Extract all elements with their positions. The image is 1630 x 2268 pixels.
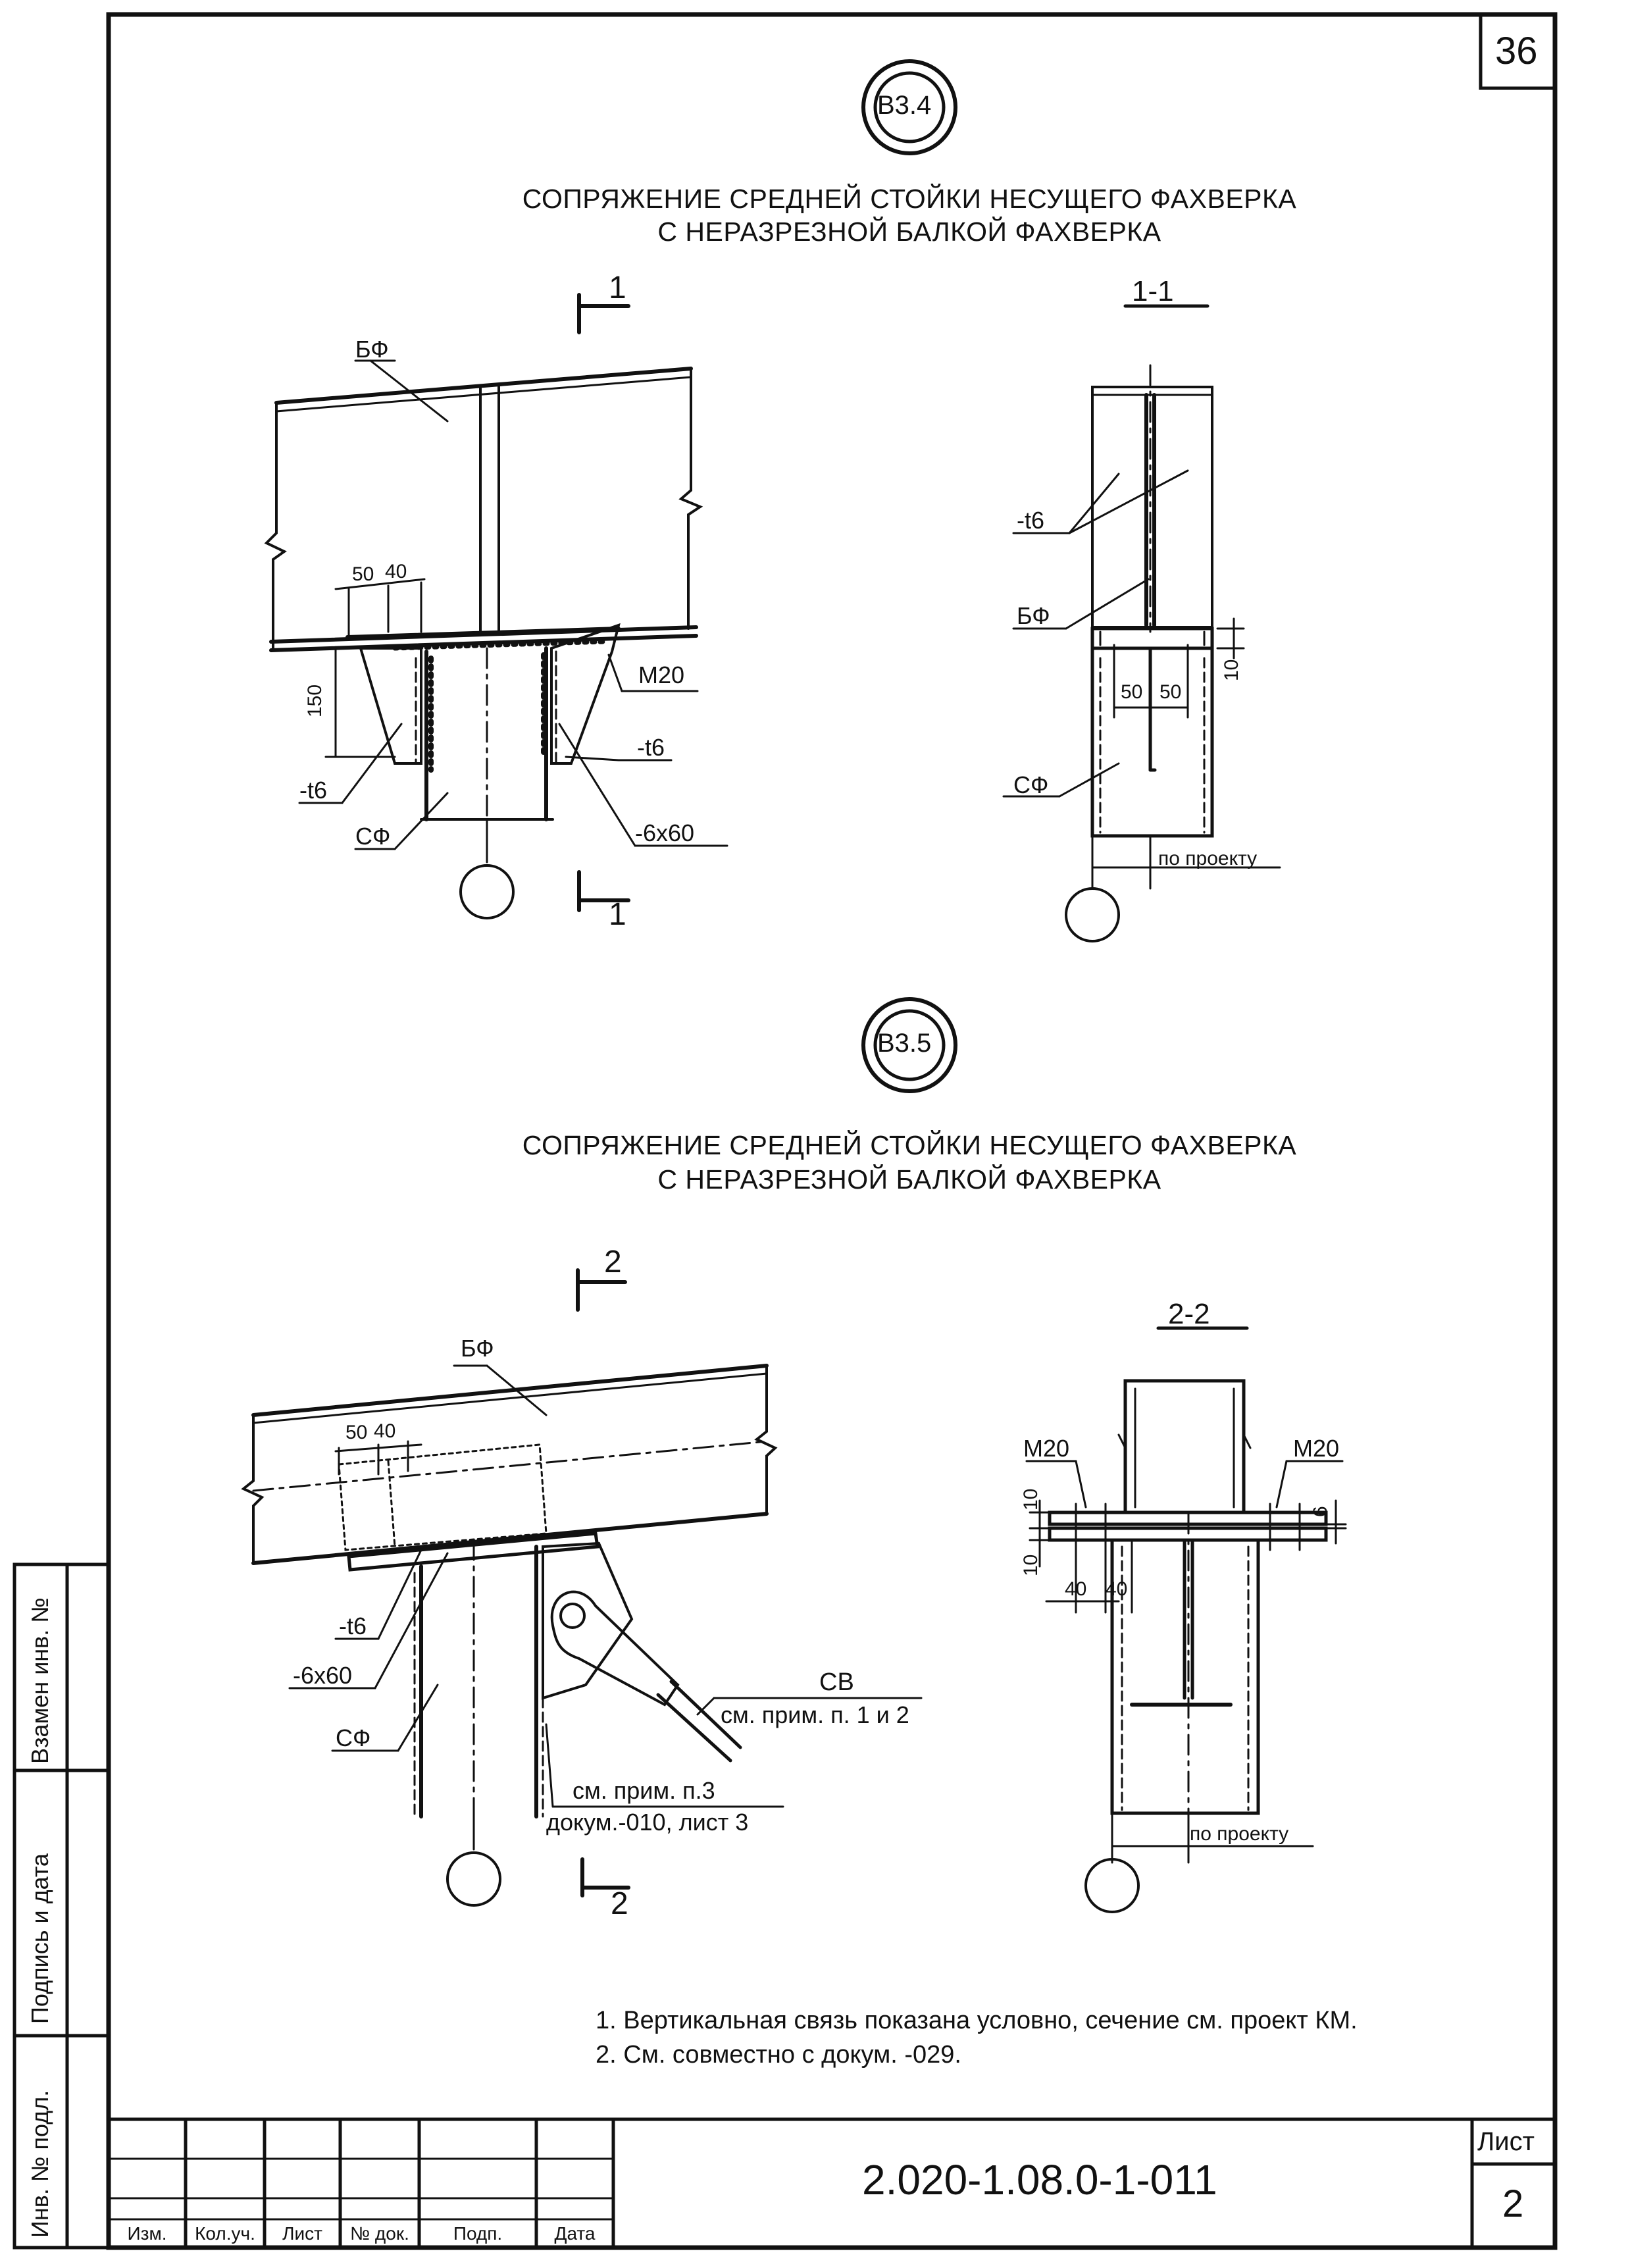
badge-b35: В3.5	[877, 1029, 932, 1058]
section-marker-2-top	[576, 1268, 627, 1312]
tb-header-kol: Кол.уч.	[195, 2223, 255, 2244]
tb-header-list: Лист	[282, 2223, 322, 2244]
label-column-s11: СФ	[1013, 771, 1049, 798]
label-column-a: СФ	[355, 823, 391, 850]
label-brace-note-b: см. прим. п. 1 и 2	[721, 1701, 909, 1728]
node-a-title-line1: СОПРЯЖЕНИЕ СРЕДНЕЙ СТОЙКИ НЕСУЩЕГО ФАХВЕ…	[522, 184, 1297, 214]
tb-header-doc: № док.	[350, 2223, 409, 2244]
document-code: 2.020-1.08.0-1-011	[862, 2156, 1217, 2204]
title-block-grid	[107, 2117, 1557, 2250]
label-strip-b: -6x60	[293, 1662, 353, 1689]
section-mark-2-top: 2	[604, 1245, 622, 1279]
tb-header-podp: Подп.	[453, 2223, 503, 2244]
badge-b34: В3.4	[877, 91, 932, 120]
dim-10b-s22: 10	[1020, 1554, 1042, 1576]
label-bolt-right-s22: М20	[1293, 1435, 1340, 1462]
section-mark-1-bottom: 1	[609, 897, 626, 932]
label-strip-a: -6x60	[635, 819, 695, 846]
section-2-2-title: 2-2	[1168, 1298, 1210, 1330]
node-b-title-line2: С НЕРАЗРЕЗНОЙ БАЛКОЙ ФАХВЕРКА	[657, 1164, 1161, 1195]
node-b-title-line1: СОПРЯЖЕНИЕ СРЕДНЕЙ СТОЙКИ НЕСУЩЕГО ФАХВЕ…	[522, 1130, 1297, 1160]
section-2-2	[1025, 1326, 1347, 1913]
label-per-project-s11: по проекту	[1158, 848, 1258, 869]
section-mark-2-bottom: 2	[611, 1886, 628, 1921]
label-per-project-s22: по проекту	[1190, 1823, 1289, 1845]
dim-40b-s22: 40	[1106, 1578, 1128, 1600]
sheet-frame	[106, 12, 1558, 2250]
label-beam-a: БФ	[355, 336, 389, 363]
label-t6-right-a: -t6	[637, 734, 665, 761]
node-a-title-line2: С НЕРАЗРЕЗНОЙ БАЛКОЙ ФАХВЕРКА	[657, 217, 1161, 247]
dim-50-a: 50	[352, 563, 374, 585]
tb-header-date: Дата	[554, 2223, 596, 2244]
label-beam-s11: БФ	[1017, 602, 1050, 629]
page-number-box	[1479, 13, 1557, 90]
badge-b34-circles	[861, 59, 957, 155]
side-stamp-replaced: Взамен инв. №	[26, 1597, 53, 1764]
label-t6-s11: -t6	[1017, 507, 1045, 534]
side-stamp-grid	[13, 1562, 111, 2250]
section-marker-1-top	[577, 293, 630, 334]
elevation-b35	[241, 1364, 923, 1907]
page-number: 36	[1495, 30, 1538, 72]
note-1: 1. Вертикальная связь показана условно, …	[596, 2007, 1358, 2034]
dim-40-b: 40	[374, 1420, 396, 1442]
label-t6-b: -t6	[339, 1612, 367, 1639]
dim-40-a: 40	[385, 561, 407, 582]
section-marker-1-bottom	[577, 870, 630, 912]
label-bolt-left-s22: М20	[1023, 1435, 1070, 1462]
tb-header-izm: Изм.	[127, 2223, 167, 2244]
dim-10a-s22: 10	[1020, 1488, 1042, 1510]
label-column-b: СФ	[336, 1724, 371, 1751]
dim-150-a: 150	[304, 684, 326, 717]
label-bolt-a: М20	[638, 661, 685, 688]
side-stamp-inventory: Инв. № подл.	[26, 2090, 53, 2238]
dim-50-b: 50	[345, 1422, 368, 1443]
dim-50a-s11: 50	[1121, 681, 1143, 703]
label-beam-b: БФ	[461, 1335, 494, 1362]
dim-10-s11: 10	[1221, 659, 1242, 681]
note-2: 2. См. совместно с докум. -029.	[596, 2041, 961, 2069]
section-1-1	[1002, 304, 1281, 942]
elevation-b34	[264, 359, 728, 919]
label-weld-note-2-b: докум.-010, лист 3	[546, 1809, 749, 1836]
label-brace-b: СВ	[819, 1668, 854, 1696]
label-weld-note-1-b: см. прим. п.3	[573, 1777, 715, 1804]
section-marker-2-bottom	[580, 1857, 630, 1897]
side-stamp-signature: Подпись и дата	[26, 1853, 53, 2024]
section-1-1-title: 1-1	[1132, 275, 1174, 307]
badge-b35-circles	[861, 997, 957, 1093]
sheet-number: 2	[1502, 2182, 1524, 2225]
dim-6-s22: 6	[1310, 1506, 1331, 1517]
dim-50b-s11: 50	[1159, 681, 1182, 703]
sheet-label: Лист	[1477, 2127, 1535, 2156]
section-mark-1-top: 1	[609, 271, 626, 305]
label-t6-left-a: -t6	[299, 777, 328, 804]
dim-40a-s22: 40	[1065, 1578, 1087, 1600]
